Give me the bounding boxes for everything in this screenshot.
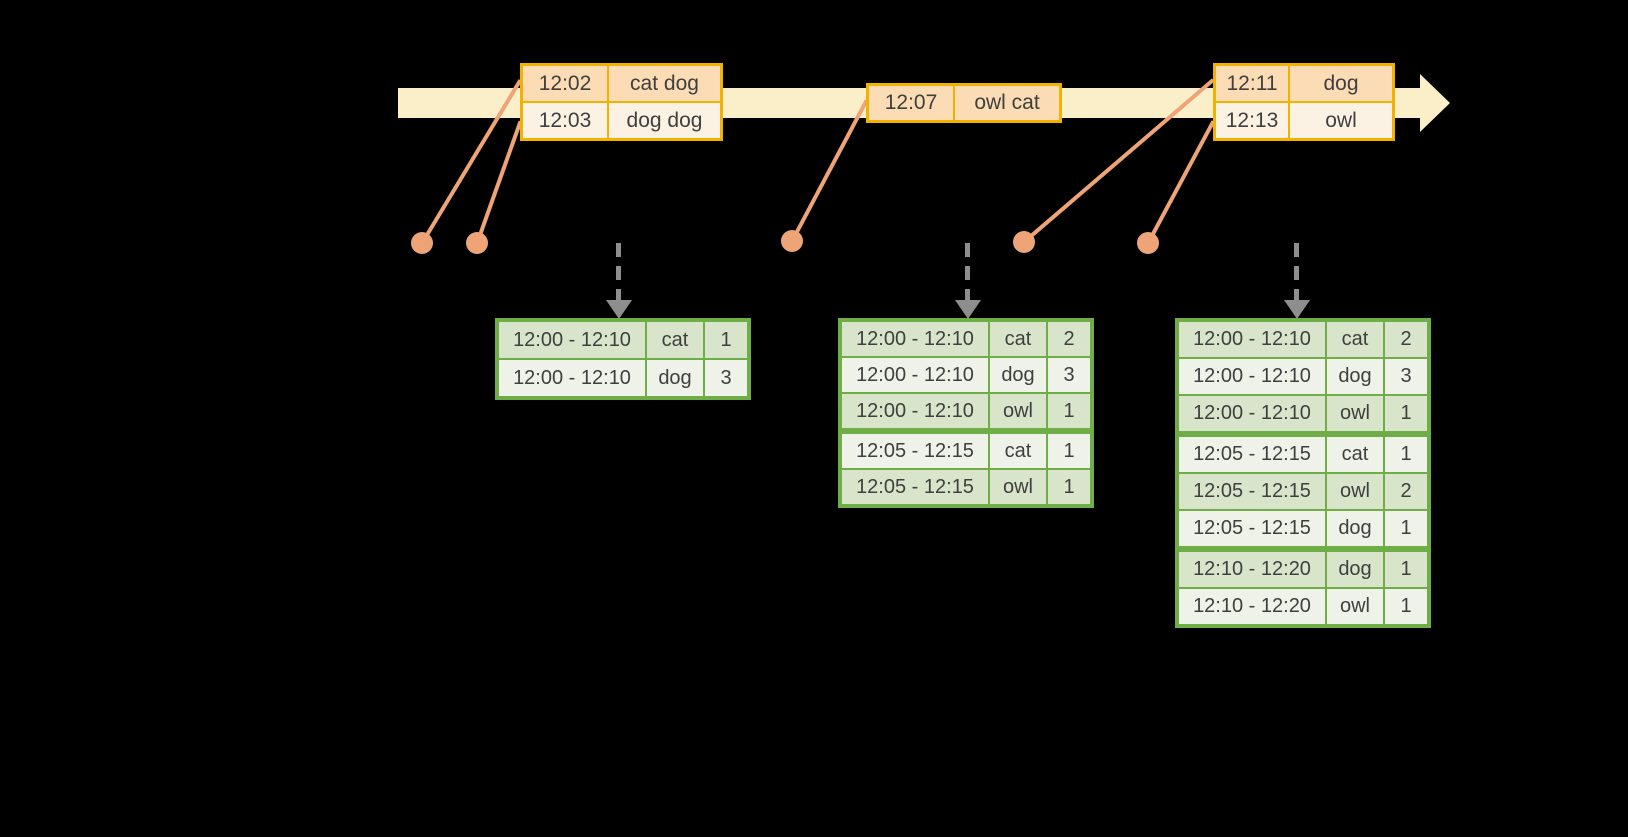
word-cell: owl [1327,474,1383,509]
window-cell: 12:00 - 12:10 [842,394,988,428]
window-cell: 12:00 - 12:10 [499,360,645,396]
count-cell: 2 [1385,322,1427,357]
window-cell: 12:05 - 12:15 [1179,511,1325,546]
event-time-cell: 12:07 [869,86,953,120]
result-row: 12:10 - 12:20 owl 1 [1179,589,1427,624]
count-cell: 2 [1048,322,1090,356]
trigger-arrow [1294,243,1299,300]
trigger-arrow [965,243,970,300]
window-cell: 12:05 - 12:15 [1179,437,1325,472]
window-cell: 12:00 - 12:10 [1179,359,1325,394]
result-table: 12:00 - 12:10 cat 2 12:00 - 12:10 dog 3 … [1175,318,1431,628]
result-row: 12:05 - 12:15 cat 1 [842,434,1090,468]
window-cell: 12:10 - 12:20 [1179,589,1325,624]
event-time-cell: 12:02 [523,66,607,101]
event-dot [466,232,488,254]
result-row: 12:05 - 12:15 owl 1 [842,470,1090,504]
word-cell: dog [990,358,1046,392]
event-time-cell: 12:11 [1216,66,1288,101]
window-cell: 12:00 - 12:10 [1179,396,1325,431]
word-cell: owl [990,470,1046,504]
event-words-cell: owl [1290,103,1392,138]
result-row: 12:05 - 12:15 cat 1 [1179,437,1427,472]
event-dot [1137,232,1159,254]
count-cell: 3 [1385,359,1427,394]
window-cell: 12:00 - 12:10 [1179,322,1325,357]
result-row: 12:00 - 12:10 dog 3 [499,360,747,396]
count-cell: 2 [1385,474,1427,509]
event-table: 12:11 dog 12:13 owl [1213,63,1395,141]
word-cell: owl [1327,396,1383,431]
count-cell: 1 [1048,470,1090,504]
result-row: 12:05 - 12:15 owl 2 [1179,474,1427,509]
result-row: 12:00 - 12:10 cat 2 [1179,322,1427,357]
event-words-cell: dog dog [609,103,720,138]
word-cell: owl [1327,589,1383,624]
count-cell: 1 [1385,552,1427,587]
result-row: 12:00 - 12:10 cat 2 [842,322,1090,356]
window-cell: 12:05 - 12:15 [842,470,988,504]
window-cell: 12:00 - 12:10 [499,322,645,358]
count-cell: 1 [1048,394,1090,428]
word-cell: dog [1327,552,1383,587]
event-dot [1013,231,1035,253]
window-cell: 12:10 - 12:20 [1179,552,1325,587]
word-cell: cat [990,322,1046,356]
word-cell: owl [990,394,1046,428]
word-cell: dog [1327,511,1383,546]
count-cell: 3 [705,360,747,396]
result-row: 12:10 - 12:20 dog 1 [1179,552,1427,587]
word-cell: cat [1327,322,1383,357]
trigger-arrowhead-icon [606,300,632,319]
event-table: 12:07 owl cat [866,83,1062,123]
event-time-cell: 12:13 [1216,103,1288,138]
trigger-arrowhead-icon [1284,300,1310,319]
event-words-cell: dog [1290,66,1392,101]
count-cell: 1 [1385,589,1427,624]
result-row: 12:00 - 12:10 dog 3 [842,358,1090,392]
window-cell: 12:05 - 12:15 [842,434,988,468]
event-connector-line [1146,120,1215,244]
count-cell: 1 [705,322,747,358]
trigger-arrowhead-icon [955,300,981,319]
window-cell: 12:05 - 12:15 [1179,474,1325,509]
result-table: 12:00 - 12:10 cat 2 12:00 - 12:10 dog 3 … [838,318,1094,508]
event-connector-line [790,99,868,242]
trigger-arrow [616,243,621,300]
timeline-arrowhead-icon [1420,74,1450,132]
window-cell: 12:00 - 12:10 [842,322,988,356]
result-row: 12:00 - 12:10 owl 1 [842,394,1090,428]
result-row: 12:00 - 12:10 dog 3 [1179,359,1427,394]
event-time-cell: 12:03 [523,103,607,138]
word-cell: cat [647,322,703,358]
count-cell: 1 [1048,434,1090,468]
count-cell: 1 [1385,511,1427,546]
word-cell: cat [1327,437,1383,472]
word-cell: cat [990,434,1046,468]
window-cell: 12:00 - 12:10 [842,358,988,392]
result-row: 12:00 - 12:10 cat 1 [499,322,747,358]
event-dot [781,230,803,252]
count-cell: 3 [1048,358,1090,392]
word-cell: dog [1327,359,1383,394]
result-row: 12:05 - 12:15 dog 1 [1179,511,1427,546]
result-table: 12:00 - 12:10 cat 1 12:00 - 12:10 dog 3 [495,318,751,400]
count-cell: 1 [1385,437,1427,472]
event-words-cell: cat dog [609,66,720,101]
count-cell: 1 [1385,396,1427,431]
event-dot [411,232,433,254]
event-words-cell: owl cat [955,86,1059,120]
word-cell: dog [647,360,703,396]
event-table: 12:02 cat dog 12:03 dog dog [520,63,723,141]
result-row: 12:00 - 12:10 owl 1 [1179,396,1427,431]
